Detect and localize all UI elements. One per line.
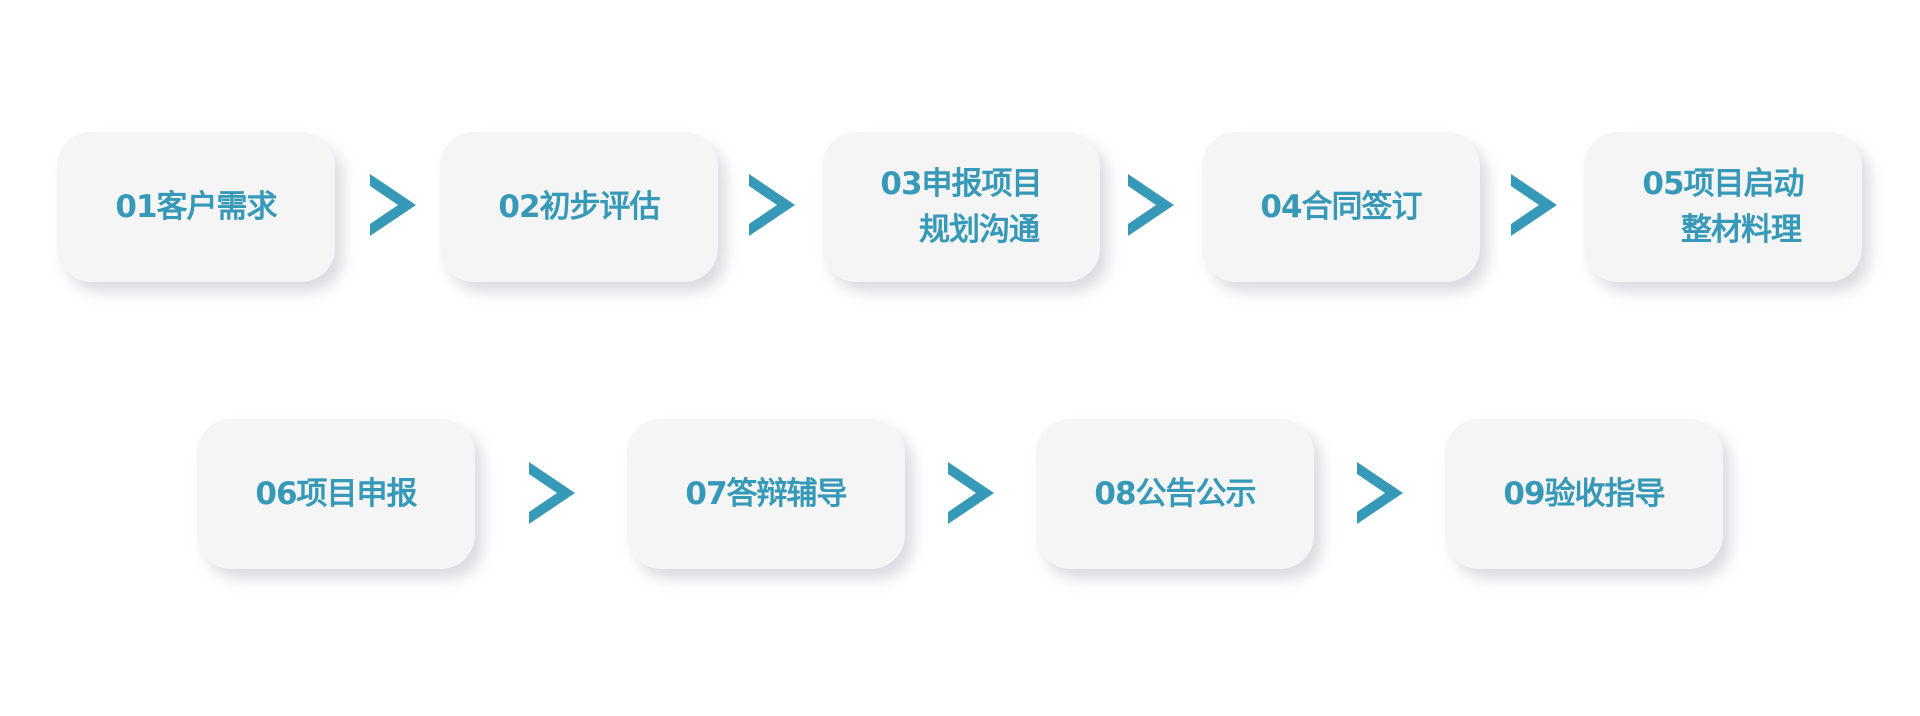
step-label: 06项目申报 — [255, 476, 417, 512]
chevron-right-icon — [1357, 462, 1403, 524]
chevron-right-icon — [749, 174, 795, 236]
step-label-line1: 05项目启动 — [1642, 166, 1804, 202]
step-03-box: 03申报项目规划沟通 — [822, 132, 1100, 282]
step-01-box: 01客户需求 — [57, 132, 335, 282]
step-label-line2: 规划沟通 — [919, 212, 1040, 248]
step-04-box: 04合同签订 — [1202, 132, 1480, 282]
chevron-right-icon — [948, 462, 994, 524]
step-08-box: 08公告公示 — [1036, 419, 1314, 569]
step-02-box: 02初步评估 — [440, 132, 718, 282]
step-label-line1: 03申报项目 — [880, 166, 1042, 202]
step-label-line2: 整材料理 — [1681, 212, 1802, 248]
step-label: 08公告公示 — [1094, 476, 1256, 512]
step-label: 04合同签订 — [1260, 189, 1422, 225]
step-05-box: 05项目启动整材料理 — [1584, 132, 1862, 282]
chevron-right-icon — [1128, 174, 1174, 236]
step-06-box: 06项目申报 — [197, 419, 475, 569]
step-09-box: 09验收指导 — [1445, 419, 1723, 569]
chevron-right-icon — [1511, 174, 1557, 236]
step-label: 01客户需求 — [115, 189, 277, 225]
step-label: 07答辩辅导 — [685, 476, 847, 512]
step-label: 02初步评估 — [498, 189, 660, 225]
step-label: 09验收指导 — [1503, 476, 1665, 512]
step-07-box: 07答辩辅导 — [627, 419, 905, 569]
chevron-right-icon — [370, 174, 416, 236]
chevron-right-icon — [529, 462, 575, 524]
